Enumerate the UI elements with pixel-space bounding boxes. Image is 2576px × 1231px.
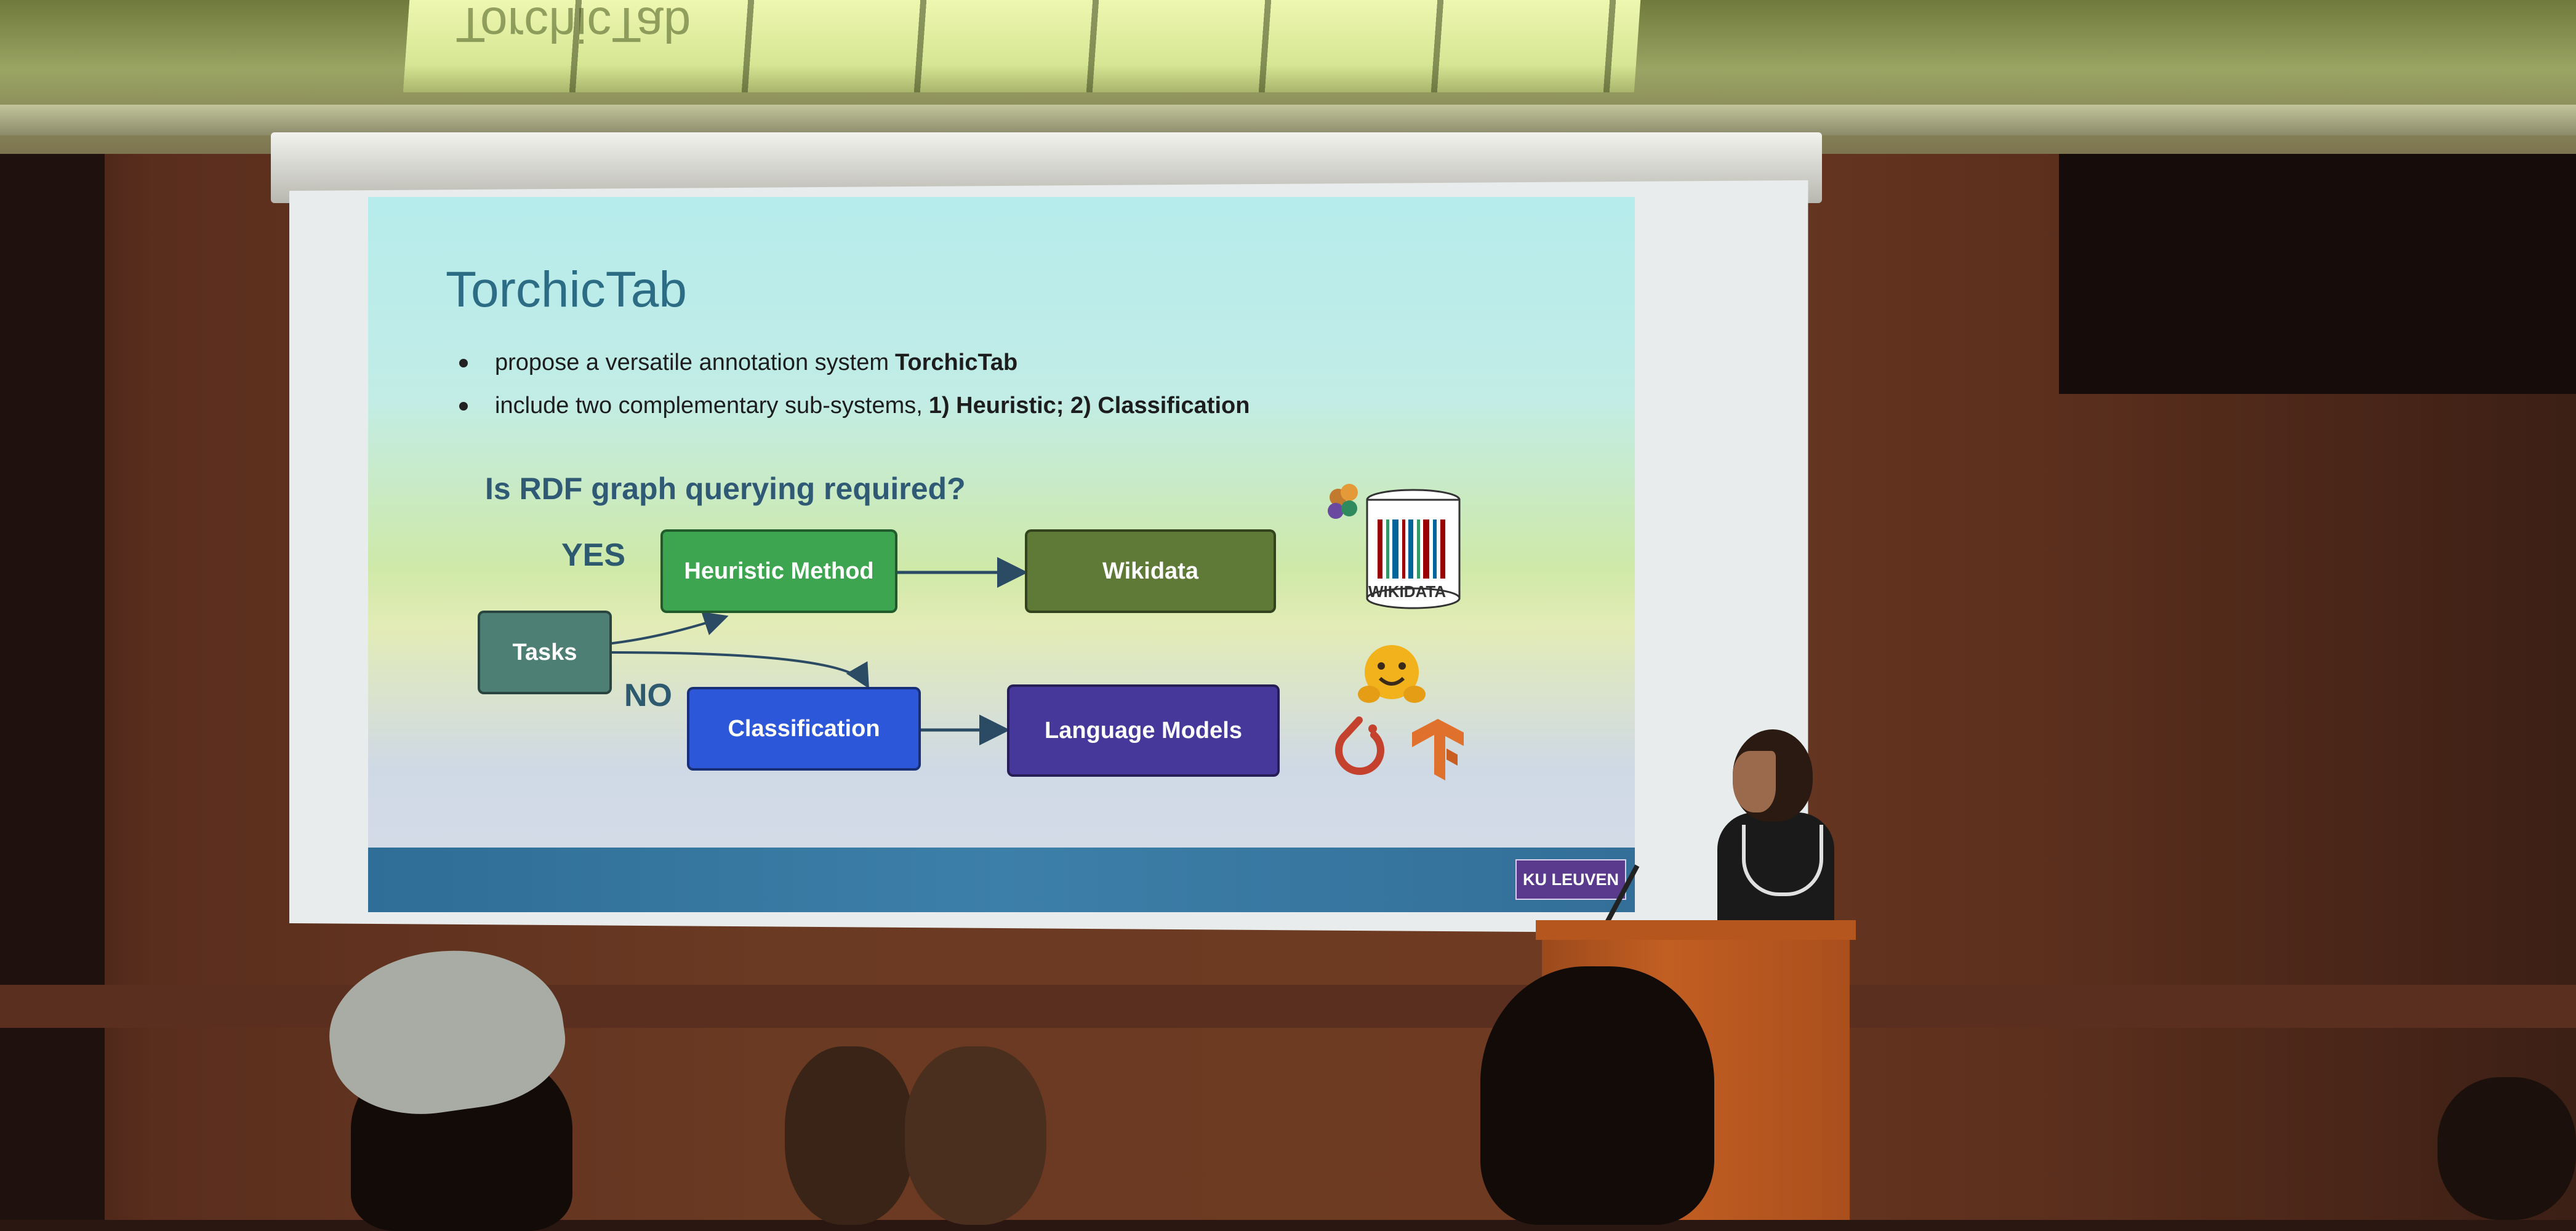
- branch-label-yes: YES: [561, 537, 626, 573]
- pytorch-icon: [1335, 716, 1384, 776]
- presentation-slide: TorchicTab propose a versatile annotatio…: [368, 197, 1635, 912]
- ceiling-beam: [0, 105, 2576, 135]
- tensorflow-icon: [1412, 719, 1464, 780]
- branch-label-no: NO: [624, 678, 672, 713]
- wikidata-logo-icon: [1328, 484, 1461, 609]
- dark-window-right: [2059, 135, 2576, 394]
- arrow-tasks-to-classification: [611, 651, 870, 689]
- bullet-item: include two complementary sub-systems, 1…: [459, 393, 1250, 419]
- bullet-bold-text: TorchicTab: [895, 350, 1018, 375]
- slide-footer-bar: KU LEUVEN: [368, 848, 1635, 912]
- audience-member: [785, 1046, 914, 1225]
- ceiling-reflection-text: TorchicTab: [455, 0, 691, 52]
- node-heuristic-method: Heuristic Method: [660, 529, 897, 613]
- bullet-text: propose a versatile annotation system: [495, 350, 889, 375]
- bullet-item: propose a versatile annotation system To…: [459, 350, 1017, 376]
- bullet-dot-icon: [459, 358, 468, 367]
- diagram-question: Is RDF graph querying required?: [485, 471, 966, 506]
- speaker-lanyard: [1742, 825, 1823, 896]
- podium-top: [1536, 920, 1856, 940]
- audience-member: [905, 1046, 1046, 1225]
- node-wikidata: Wikidata: [1025, 529, 1276, 613]
- wall-shadow-left: [0, 154, 105, 1220]
- slide-title: TorchicTab: [446, 262, 687, 318]
- node-language-models: Language Models: [1007, 684, 1280, 777]
- speaker-face: [1733, 751, 1776, 812]
- bullet-bold-text: 1) Heuristic; 2) Classification: [928, 393, 1250, 419]
- node-tasks: Tasks: [478, 611, 612, 694]
- audience-member: [2438, 1077, 2576, 1220]
- ku-leuven-logo: KU LEUVEN: [1515, 859, 1626, 900]
- bullet-dot-icon: [459, 401, 468, 411]
- hugging-face-icon: [1358, 645, 1426, 703]
- audience-member: [1480, 966, 1714, 1225]
- wikidata-logo-label: WIKIDATA: [1368, 582, 1446, 601]
- node-classification: Classification: [687, 687, 921, 771]
- bullet-text: include two complementary sub-systems,: [495, 393, 923, 419]
